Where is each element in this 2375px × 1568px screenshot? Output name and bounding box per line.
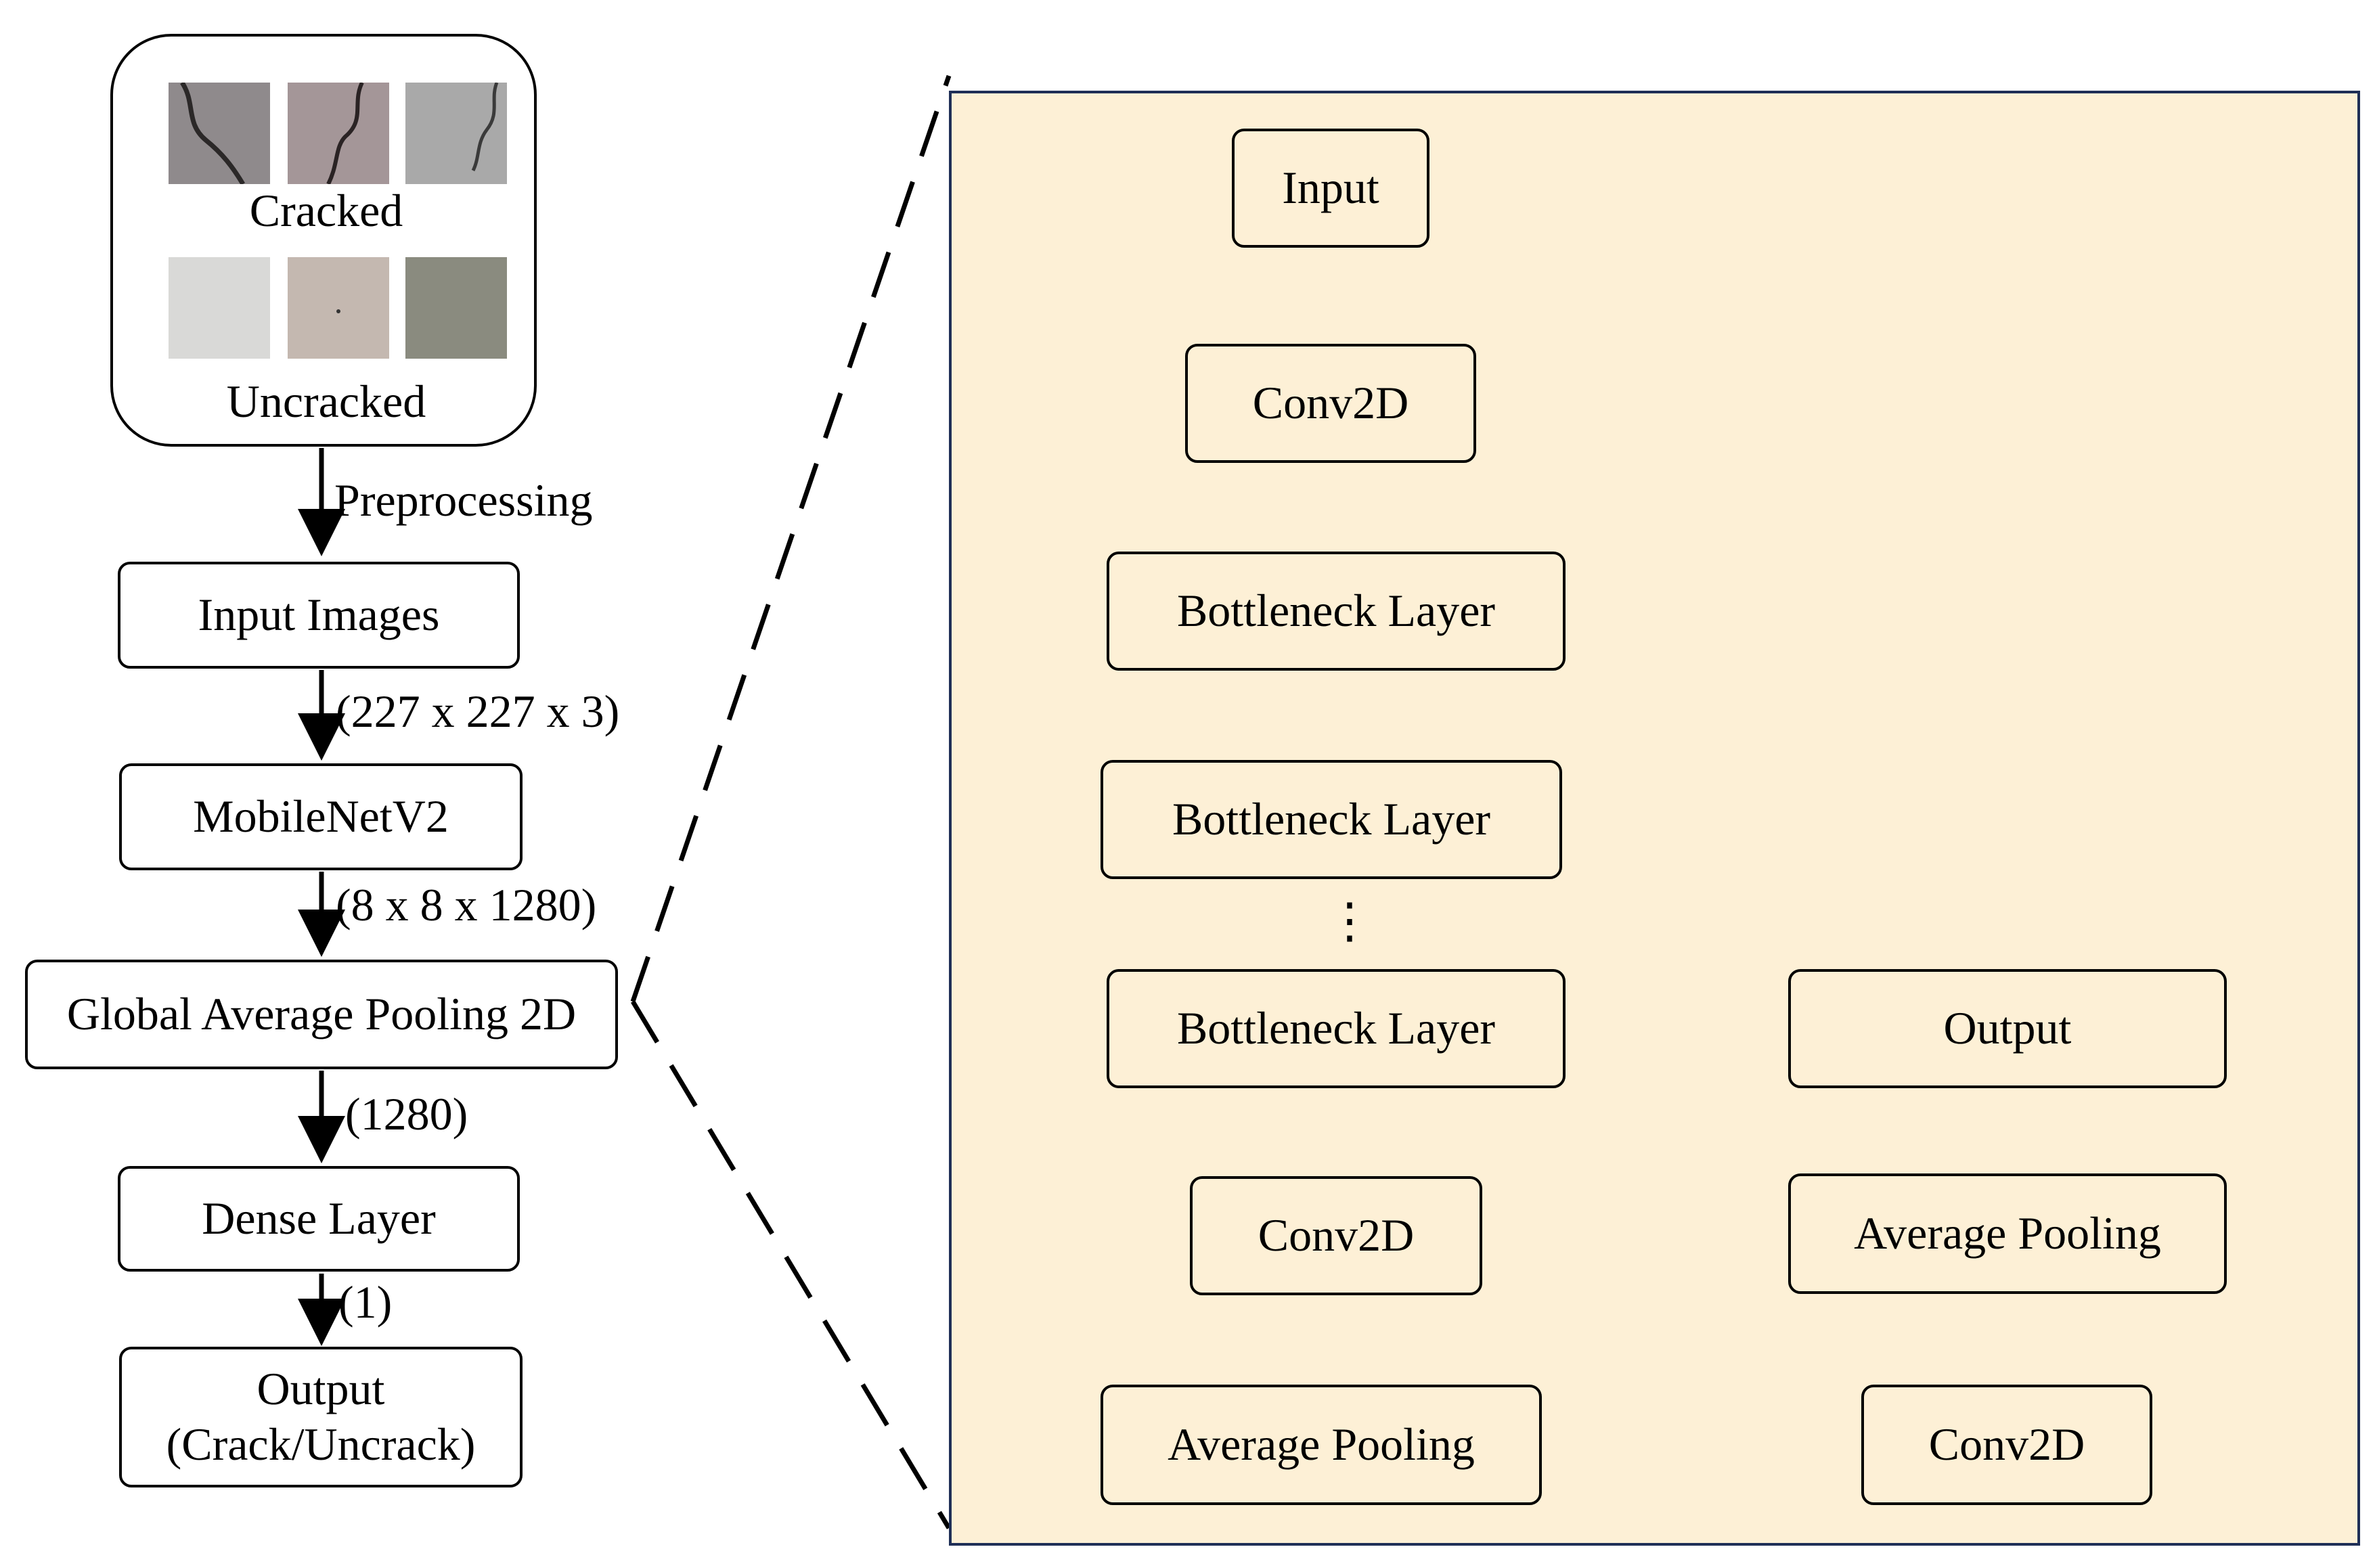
cracked-sample-3 <box>405 83 507 184</box>
detail-conv2d-node-1: Conv2D <box>1185 344 1476 463</box>
output-node: Output (Crack/Uncrack) <box>119 1347 523 1487</box>
detail-bottleneck-node-n: Bottleneck Layer <box>1107 969 1566 1088</box>
ellipsis-indicator: ⋮ <box>1325 894 1374 948</box>
edge-label-input-shape: (227 x 227 x 3) <box>336 686 620 737</box>
cracked-sample-1 <box>169 83 270 184</box>
uncracked-sample-2 <box>288 257 389 359</box>
global-average-pooling-node: Global Average Pooling 2D <box>25 960 618 1069</box>
output-line-1: Output <box>257 1363 385 1415</box>
detail-bottleneck-node-2: Bottleneck Layer <box>1101 760 1562 879</box>
zoom-line-top <box>630 74 952 1003</box>
edge-label-feature-shape: (8 x 8 x 1280) <box>336 879 597 931</box>
edge-label-preprocessing: Preprocessing <box>334 474 593 526</box>
detail-average-pooling-node-1: Average Pooling <box>1101 1385 1542 1505</box>
detail-conv2d-node-3: Conv2D <box>1861 1385 2152 1505</box>
detail-output-node: Output <box>1788 969 2227 1088</box>
detail-bottleneck-node-1: Bottleneck Layer <box>1107 552 1566 671</box>
detail-conv2d-node-2: Conv2D <box>1190 1176 1482 1295</box>
dense-layer-node: Dense Layer <box>118 1166 520 1272</box>
uncracked-label: Uncracked <box>226 376 426 427</box>
uncracked-sample-3 <box>405 257 507 359</box>
edge-label-pooled-shape: (1280) <box>345 1088 468 1140</box>
edge-label-dense-shape: (1) <box>338 1276 393 1328</box>
zoom-line-bottom <box>630 1000 952 1529</box>
sample-images-box: Cracked Uncracked <box>110 34 537 447</box>
detail-input-node: Input <box>1232 129 1429 248</box>
cracked-sample-2 <box>288 83 389 184</box>
uncracked-sample-1 <box>169 257 270 359</box>
cracked-label: Cracked <box>249 185 403 236</box>
mobilenetv2-node: MobileNetV2 <box>119 763 523 870</box>
input-images-node: Input Images <box>118 562 520 669</box>
output-line-2: (Crack/Uncrack) <box>166 1418 476 1470</box>
detail-average-pooling-node-2: Average Pooling <box>1788 1173 2227 1294</box>
